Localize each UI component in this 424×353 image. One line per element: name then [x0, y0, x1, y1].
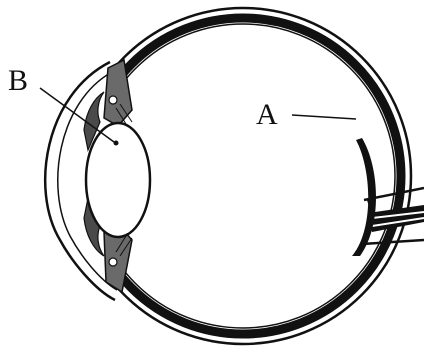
label-a: A	[256, 98, 278, 131]
lens	[86, 123, 150, 237]
label-b-pointer-dot	[114, 141, 119, 146]
label-b: B	[8, 64, 28, 97]
